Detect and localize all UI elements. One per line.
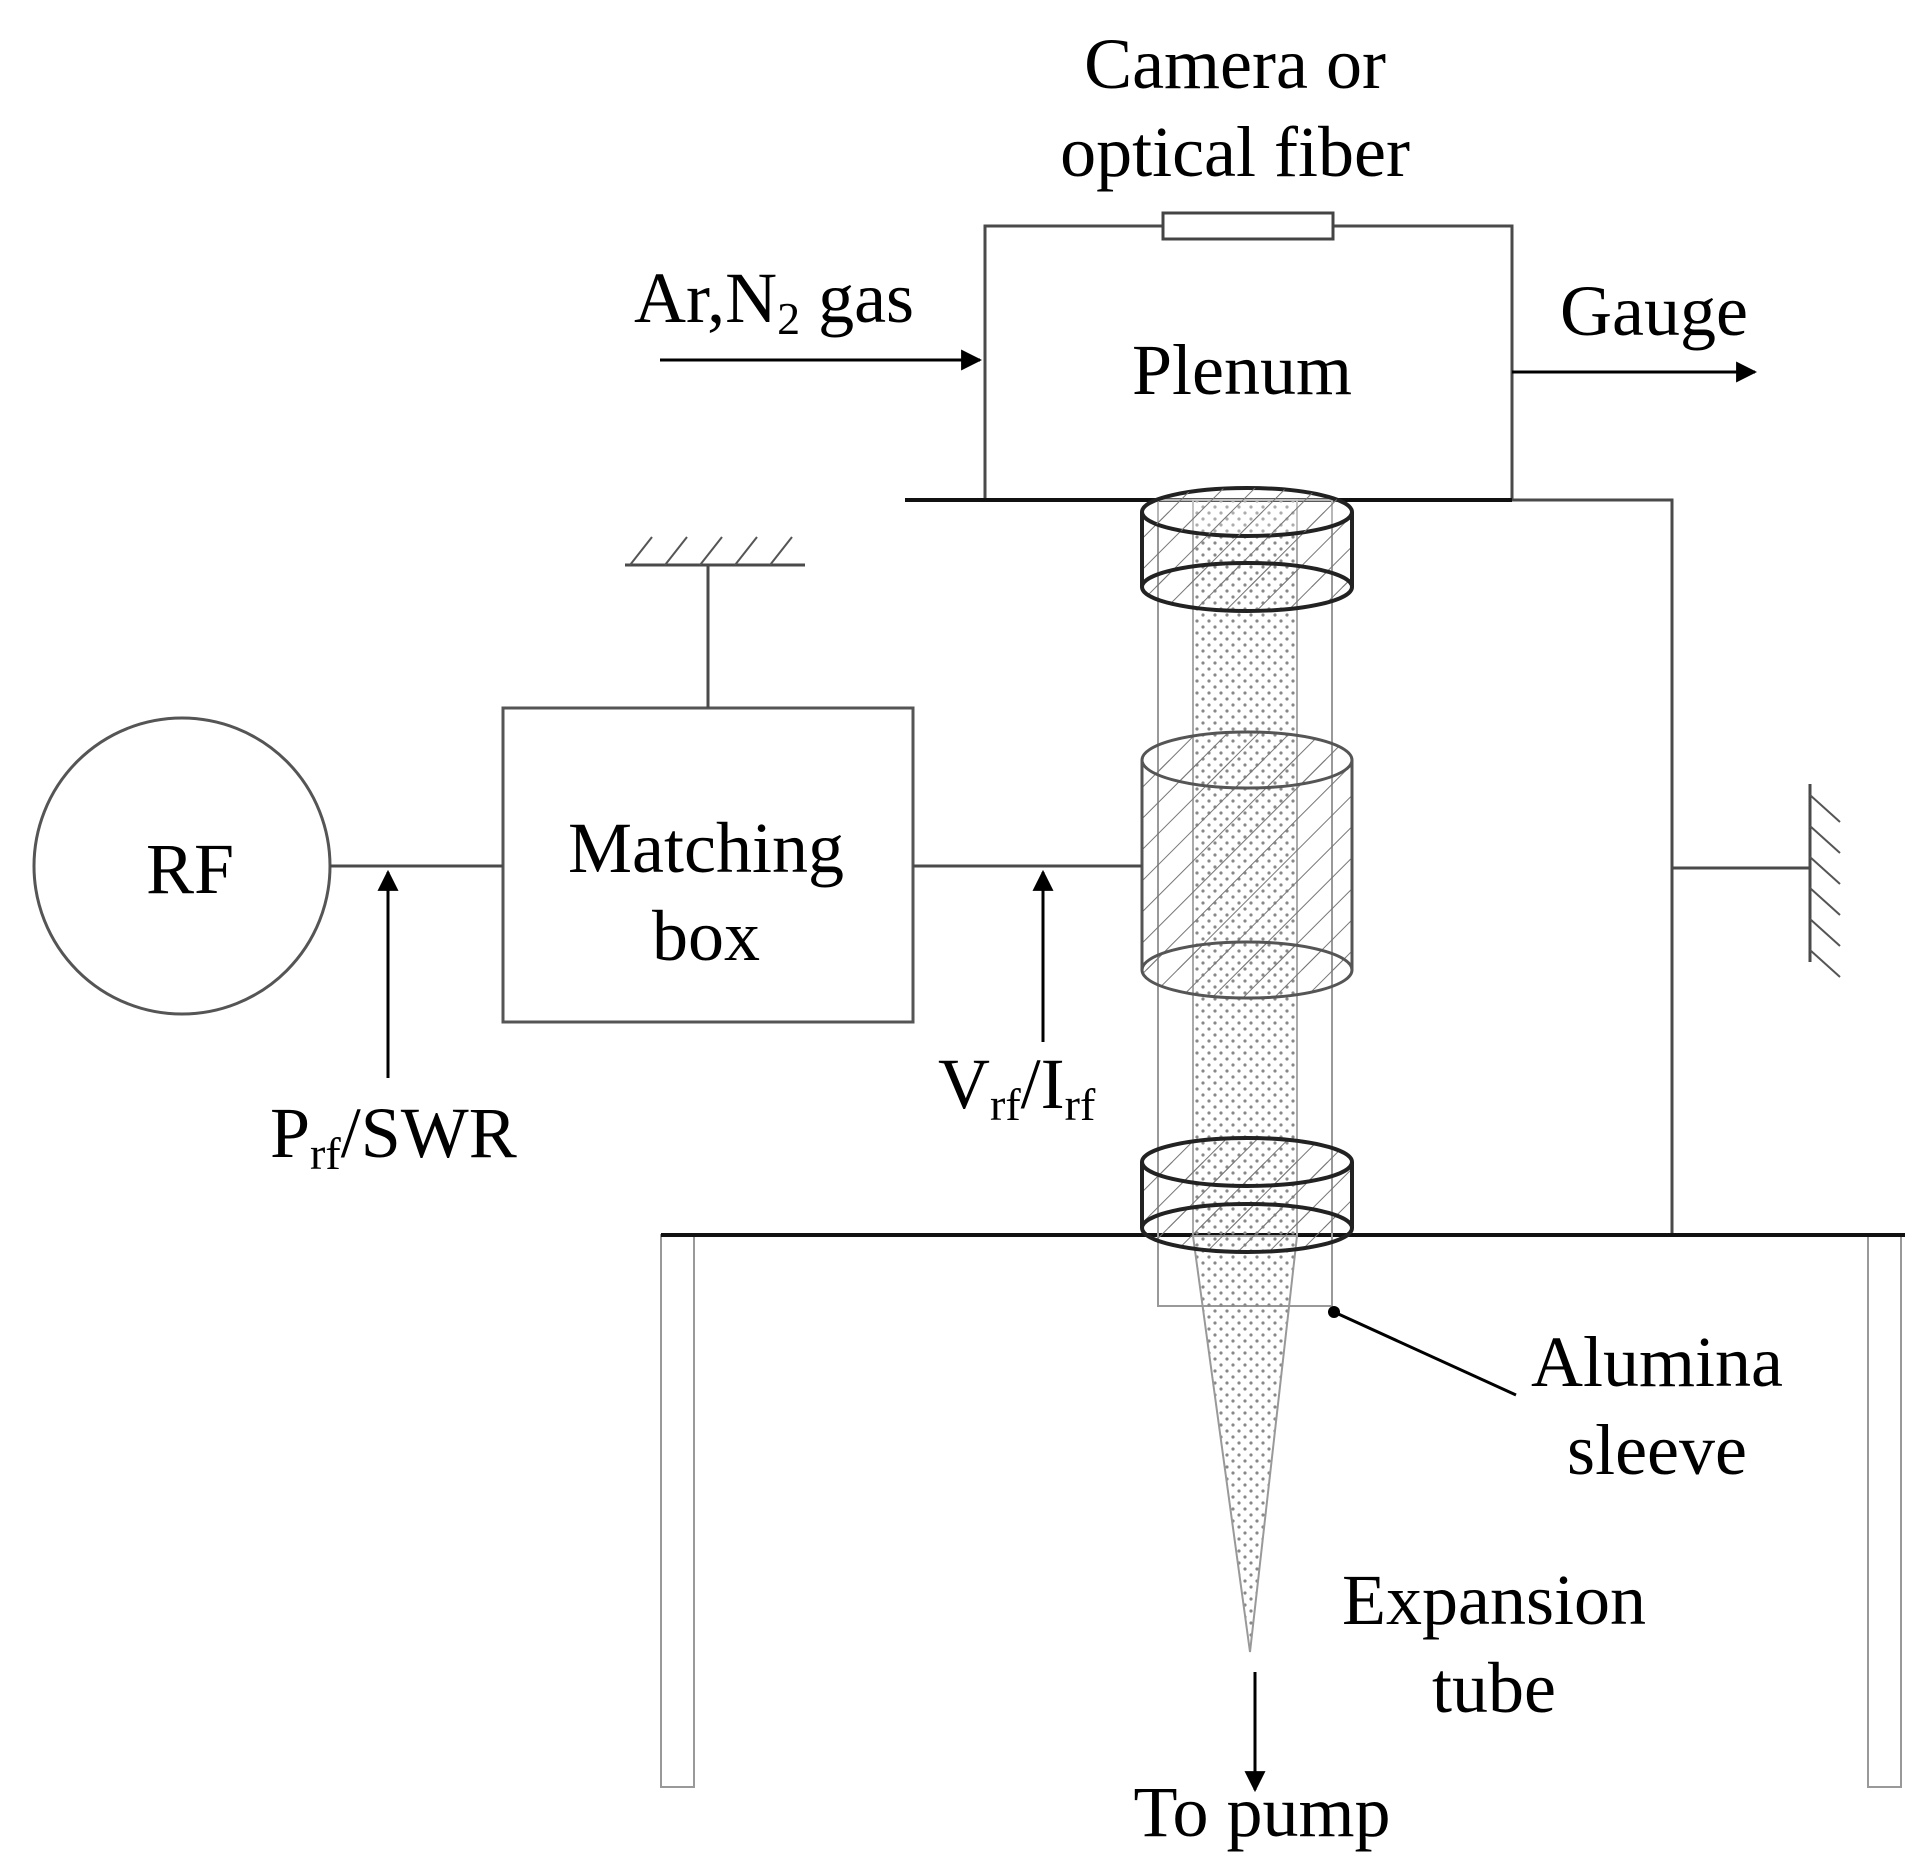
expansion-cone [1191, 1235, 1299, 1653]
gas-label: Ar,N2 gas [634, 258, 914, 344]
prf-sub: rf [310, 1128, 341, 1179]
matching-label-line1: Matching [568, 808, 844, 888]
vrf-mid: /I [1021, 1044, 1065, 1124]
ground-symbol-right [1808, 784, 1841, 978]
alumina-leader-line [1333, 1310, 1517, 1397]
camera-label-line2: optical fiber [1060, 112, 1410, 192]
plenum-label: Plenum [1132, 330, 1352, 410]
prf-main: P [270, 1093, 310, 1173]
prf-swr-label: Prf/SWR [270, 1093, 517, 1179]
rf-label: RF [146, 829, 234, 909]
gauge-label: Gauge [1560, 271, 1748, 351]
gas-label-sub: 2 [777, 293, 800, 344]
expansion-label-line2: tube [1432, 1648, 1556, 1728]
matching-label-line2: box [652, 896, 760, 976]
gas-label-suffix: gas [800, 258, 914, 338]
plasma-column [1191, 499, 1299, 1653]
to-pump-label: To pump [1134, 1772, 1391, 1852]
camera-label-line1: Camera or [1084, 24, 1386, 104]
rf-electrode [1140, 730, 1354, 1000]
alumina-label-line2: sleeve [1567, 1410, 1747, 1490]
lower-electrode [1140, 1136, 1354, 1254]
ground-symbol-top [625, 536, 805, 567]
prf-suffix: /SWR [341, 1093, 517, 1173]
vrf-sub: rf [990, 1079, 1021, 1130]
irf-sub: rf [1065, 1079, 1096, 1130]
gas-label-prefix: Ar,N [634, 258, 777, 338]
alumina-label-line1: Alumina [1531, 1322, 1783, 1402]
expansion-label-line1: Expansion [1342, 1560, 1646, 1640]
ground-return [1512, 498, 1674, 1235]
plenum-box [983, 211, 1514, 500]
vrf-irf-label: Vrf/Irf [938, 1044, 1096, 1130]
upper-electrode [1140, 486, 1354, 613]
vrf-main: V [938, 1044, 990, 1124]
optical-window [1161, 211, 1335, 241]
